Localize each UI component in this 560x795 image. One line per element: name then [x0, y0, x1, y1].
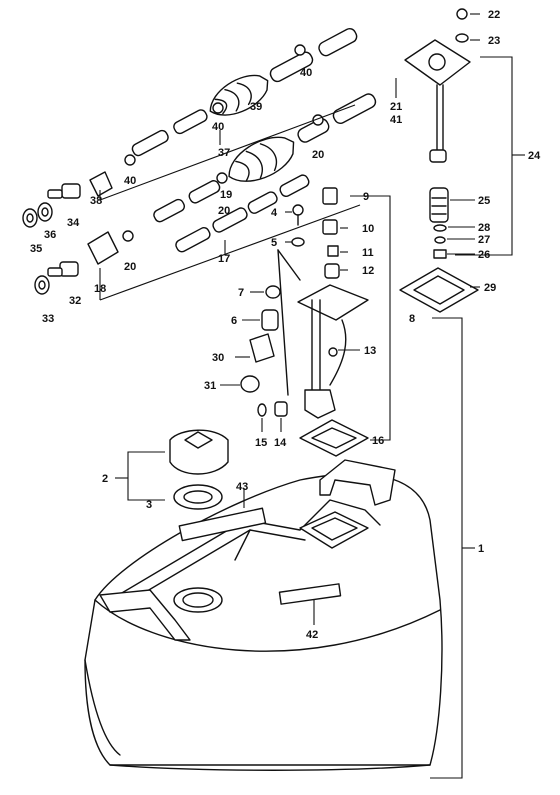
callout-11: 11 — [362, 247, 374, 259]
fuel-tank — [84, 459, 443, 771]
callout-40a: 40 — [300, 67, 312, 79]
callout-33: 33 — [42, 313, 54, 325]
fuel-pickup-assembly — [240, 187, 369, 457]
fuel-gauge-assembly — [399, 8, 479, 313]
callout-28: 28 — [478, 222, 490, 234]
callout-20b: 20 — [218, 205, 230, 217]
callout-41: 41 — [390, 114, 402, 126]
callout-18: 18 — [94, 283, 106, 295]
fuel-hose-lower — [175, 174, 310, 253]
callout-15: 15 — [255, 437, 267, 449]
callout-29: 29 — [484, 282, 496, 294]
callout-6: 6 — [231, 315, 237, 327]
callout-30: 30 — [212, 352, 224, 364]
callout-17: 17 — [218, 253, 230, 265]
callout-4: 4 — [271, 207, 278, 219]
callout-43: 43 — [236, 481, 248, 493]
callout-39: 39 — [250, 101, 262, 113]
callout-13: 13 — [364, 345, 376, 357]
callout-2: 2 — [102, 473, 108, 485]
callout-38: 38 — [90, 195, 102, 207]
callout-25: 25 — [478, 195, 490, 207]
callout-32: 32 — [69, 295, 81, 307]
callout-37: 37 — [218, 147, 230, 159]
fuel-hose-middle — [153, 93, 377, 223]
callout-labels: 1 2 3 4 5 6 7 8 9 10 11 12 13 14 15 16 1… — [30, 9, 541, 641]
fuel-connectors — [22, 44, 324, 295]
callout-26: 26 — [478, 249, 490, 261]
callout-9: 9 — [363, 191, 369, 203]
callout-40b: 40 — [212, 121, 224, 133]
callout-20a: 20 — [312, 149, 324, 161]
callout-14: 14 — [274, 437, 287, 449]
callout-42: 42 — [306, 629, 318, 641]
callout-7: 7 — [238, 287, 244, 299]
callout-8: 8 — [409, 313, 415, 325]
callout-12: 12 — [362, 265, 374, 277]
filler-cap — [169, 429, 229, 510]
callout-16: 16 — [372, 435, 384, 447]
callout-27: 27 — [478, 234, 490, 246]
callout-21: 21 — [390, 101, 402, 113]
callout-5: 5 — [271, 237, 277, 249]
callout-24: 24 — [528, 150, 541, 162]
callout-20c: 20 — [124, 261, 136, 273]
callout-19: 19 — [220, 189, 232, 201]
callout-22: 22 — [488, 9, 500, 21]
leader-lines — [99, 13, 525, 779]
callout-36: 36 — [44, 229, 56, 241]
callout-3: 3 — [146, 499, 152, 511]
fuel-hose-upper — [131, 28, 358, 157]
callout-1: 1 — [478, 543, 484, 555]
callout-23: 23 — [488, 35, 500, 47]
callout-35: 35 — [30, 243, 42, 255]
callout-31: 31 — [204, 380, 216, 392]
callout-34: 34 — [67, 217, 80, 229]
callout-40c: 40 — [124, 175, 136, 187]
callout-10: 10 — [362, 223, 374, 235]
